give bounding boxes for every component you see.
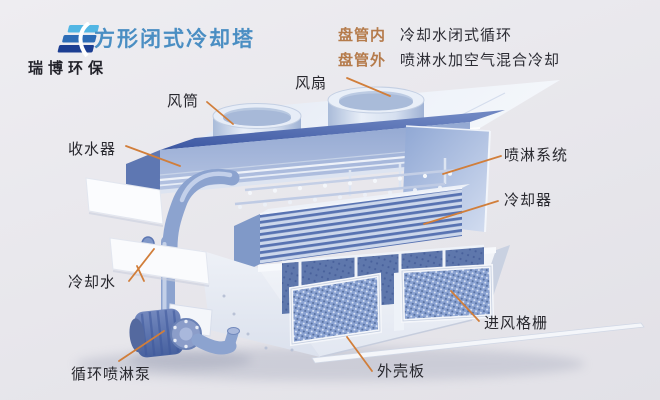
leader-spray-system — [442, 155, 502, 175]
leader-fan-duct — [206, 101, 234, 125]
brand-logo-icon — [57, 22, 99, 58]
legend-value: 冷却水闭式循环 — [400, 27, 513, 44]
side-panel-lower — [109, 237, 210, 287]
label-spray-system: 喷淋系统 — [504, 147, 569, 164]
leader-air-inlet-grille — [450, 290, 480, 322]
brand-name: 瑞博环保 — [28, 60, 109, 77]
legend-row-coil-outside: 盘管外 喷淋水加空气混合冷却 — [338, 49, 560, 70]
page-title: 方形闭式冷却塔 — [94, 28, 255, 51]
leader-spray-pump — [118, 330, 165, 362]
leader-cooler — [423, 200, 499, 225]
legend: 盘管内 冷却水闭式循环 盘管外 喷淋水加空气混合冷却 — [338, 24, 560, 70]
label-fan-duct: 风筒 — [167, 93, 200, 110]
label-air-inlet-grille: 进风格栅 — [484, 315, 549, 332]
spray-system-layer — [234, 158, 456, 209]
leader-cooling-water-a — [128, 248, 155, 282]
label-shell-plate: 外壳板 — [377, 363, 426, 380]
leader-lines — [118, 77, 502, 372]
legend-row-coil-inside: 盘管内 冷却水闭式循环 — [338, 24, 560, 45]
label-cooler: 冷却器 — [504, 192, 553, 209]
leader-shell-plate — [346, 336, 373, 372]
leader-water-collector — [125, 145, 181, 167]
side-panel-upper — [85, 177, 164, 227]
legend-key: 盘管内 — [338, 27, 387, 44]
screw-dots — [222, 294, 294, 352]
label-fan: 风扇 — [295, 75, 328, 92]
spray-pump — [128, 303, 252, 369]
legend-key: 盘管外 — [338, 52, 387, 69]
air-inlet-grille-right — [394, 263, 495, 331]
label-cooling-water: 冷却水 — [68, 274, 117, 291]
label-circulating-spray-pump: 循环喷淋泵 — [71, 366, 152, 383]
air-inlet-grille-left — [288, 272, 383, 347]
cooling-coil-block — [234, 184, 470, 277]
leader-fan — [346, 77, 391, 97]
leader-cooling-water-b — [136, 265, 145, 282]
label-water-collector: 收水器 — [68, 141, 117, 158]
loose-shell-strip — [311, 322, 645, 364]
legend-value: 喷淋水加空气混合冷却 — [400, 52, 561, 69]
